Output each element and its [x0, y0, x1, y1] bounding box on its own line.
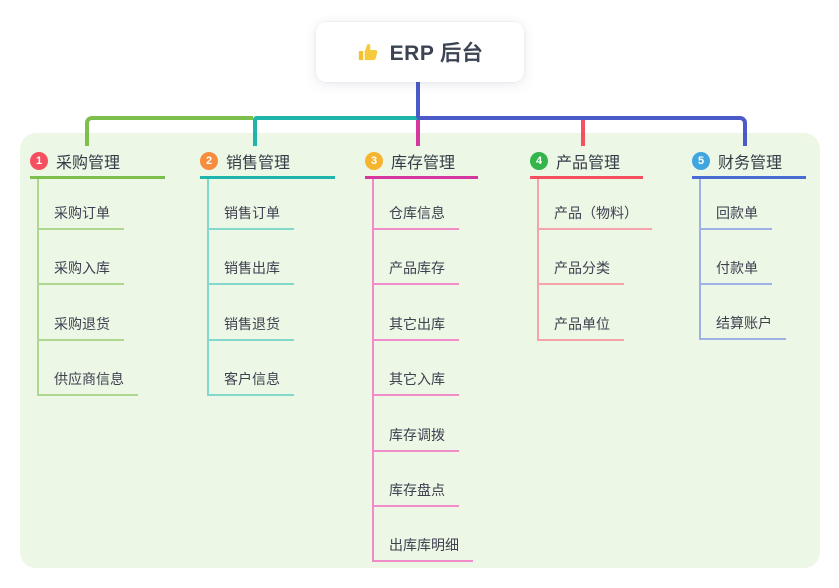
root-node[interactable]: ERP 后台	[316, 22, 524, 82]
child-node[interactable]: 回款单	[699, 203, 772, 230]
connector-product-drop	[581, 120, 585, 146]
branch-label: 销售管理	[226, 155, 291, 172]
branch-number-badge: 1	[30, 152, 48, 170]
branch-number-badge: 3	[365, 152, 383, 170]
child-node[interactable]: 库存盘点	[372, 480, 459, 507]
child-node[interactable]: 采购订单	[37, 203, 124, 230]
child-node[interactable]: 产品（物料）	[537, 203, 652, 230]
child-node[interactable]: 仓库信息	[372, 203, 459, 230]
child-node[interactable]: 客户信息	[207, 369, 294, 396]
branch-header-product[interactable]: 4 产品管理	[530, 146, 643, 179]
child-node[interactable]: 其它入库	[372, 369, 459, 396]
branch-header-inventory[interactable]: 3 库存管理	[365, 146, 478, 179]
branch-number-badge: 5	[692, 152, 710, 170]
connector-children-line	[537, 179, 539, 340]
connector-children-line	[207, 179, 209, 394]
branch-label: 采购管理	[56, 155, 121, 172]
child-node[interactable]: 产品库存	[372, 258, 459, 285]
branch-header-purchase[interactable]: 1 采购管理	[30, 146, 165, 179]
child-node[interactable]: 采购入库	[37, 258, 124, 285]
branch-header-finance[interactable]: 5 财务管理	[692, 146, 806, 179]
branch-number-badge: 4	[530, 152, 548, 170]
branch-label: 库存管理	[391, 155, 456, 172]
child-node[interactable]: 其它出库	[372, 314, 459, 341]
branch-header-sales[interactable]: 2 销售管理	[200, 146, 335, 179]
connector-children-line	[699, 179, 701, 339]
child-node[interactable]: 销售订单	[207, 203, 294, 230]
child-node[interactable]: 销售退货	[207, 314, 294, 341]
child-node[interactable]: 销售出库	[207, 258, 294, 285]
root-title: ERP 后台	[389, 42, 484, 65]
child-node[interactable]: 库存调拨	[372, 425, 459, 452]
connector-bus-left	[85, 116, 253, 146]
connector-bus-right	[417, 116, 747, 146]
child-node[interactable]: 付款单	[699, 258, 772, 285]
child-node[interactable]: 产品单位	[537, 314, 624, 341]
branch-label: 产品管理	[556, 155, 621, 172]
branch-number-badge: 2	[200, 152, 218, 170]
connector-children-line	[372, 179, 374, 560]
child-node[interactable]: 产品分类	[537, 258, 624, 285]
branches-panel	[20, 133, 820, 568]
child-node[interactable]: 供应商信息	[37, 369, 138, 396]
child-node[interactable]: 采购退货	[37, 314, 124, 341]
thumbs-up-icon	[357, 41, 380, 64]
child-node[interactable]: 出库库明细	[372, 535, 473, 562]
connector-children-line	[37, 179, 39, 394]
child-node[interactable]: 结算账户	[699, 313, 786, 340]
branch-label: 财务管理	[718, 155, 783, 172]
connector-inventory-drop	[416, 120, 420, 146]
connector-bus-mid	[253, 116, 418, 146]
connector-root-drop	[416, 82, 420, 118]
